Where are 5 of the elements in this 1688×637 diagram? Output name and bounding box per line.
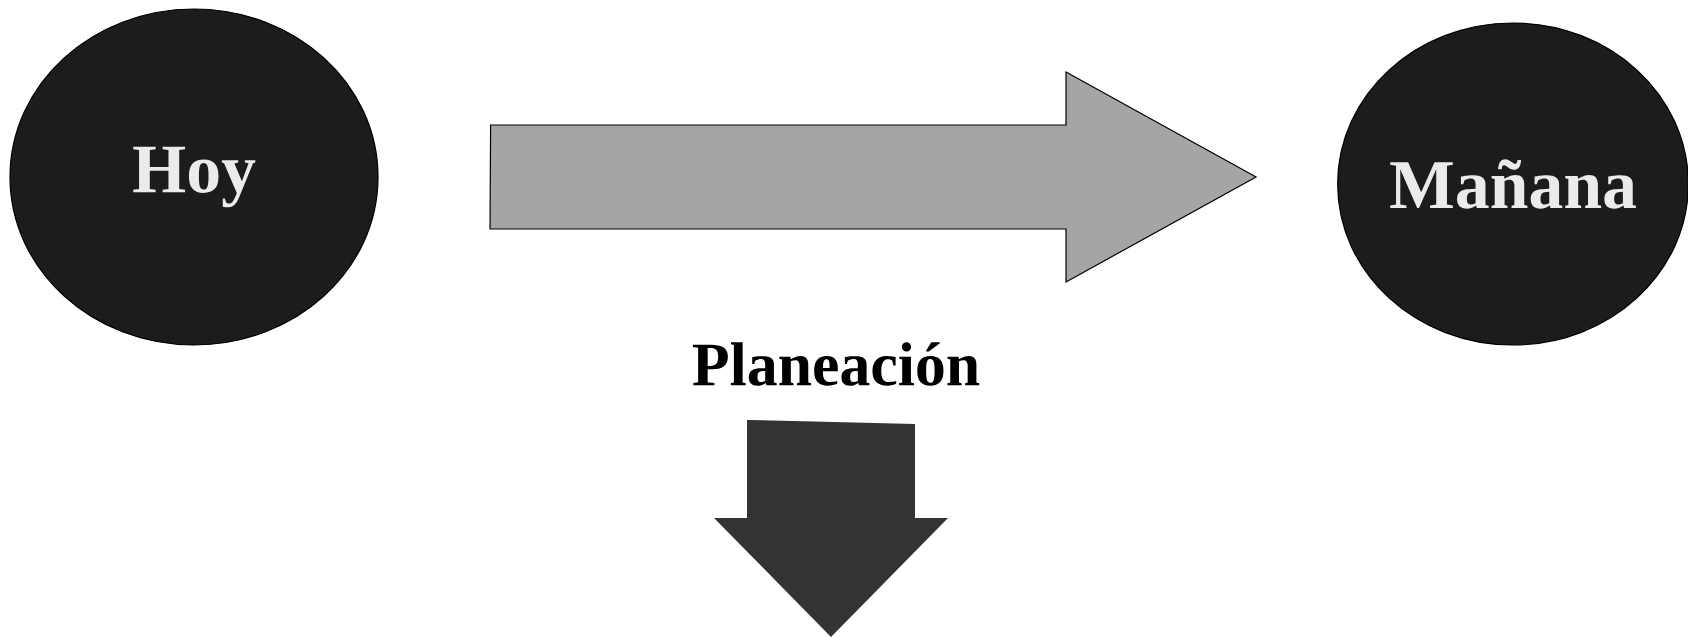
ellipse-node: Hoy xyxy=(9,8,379,346)
block-arrow xyxy=(489,71,1258,283)
ellipse-node: Mañana xyxy=(1337,22,1688,346)
node-label: Planeación xyxy=(692,342,980,386)
block-arrow xyxy=(714,419,948,637)
